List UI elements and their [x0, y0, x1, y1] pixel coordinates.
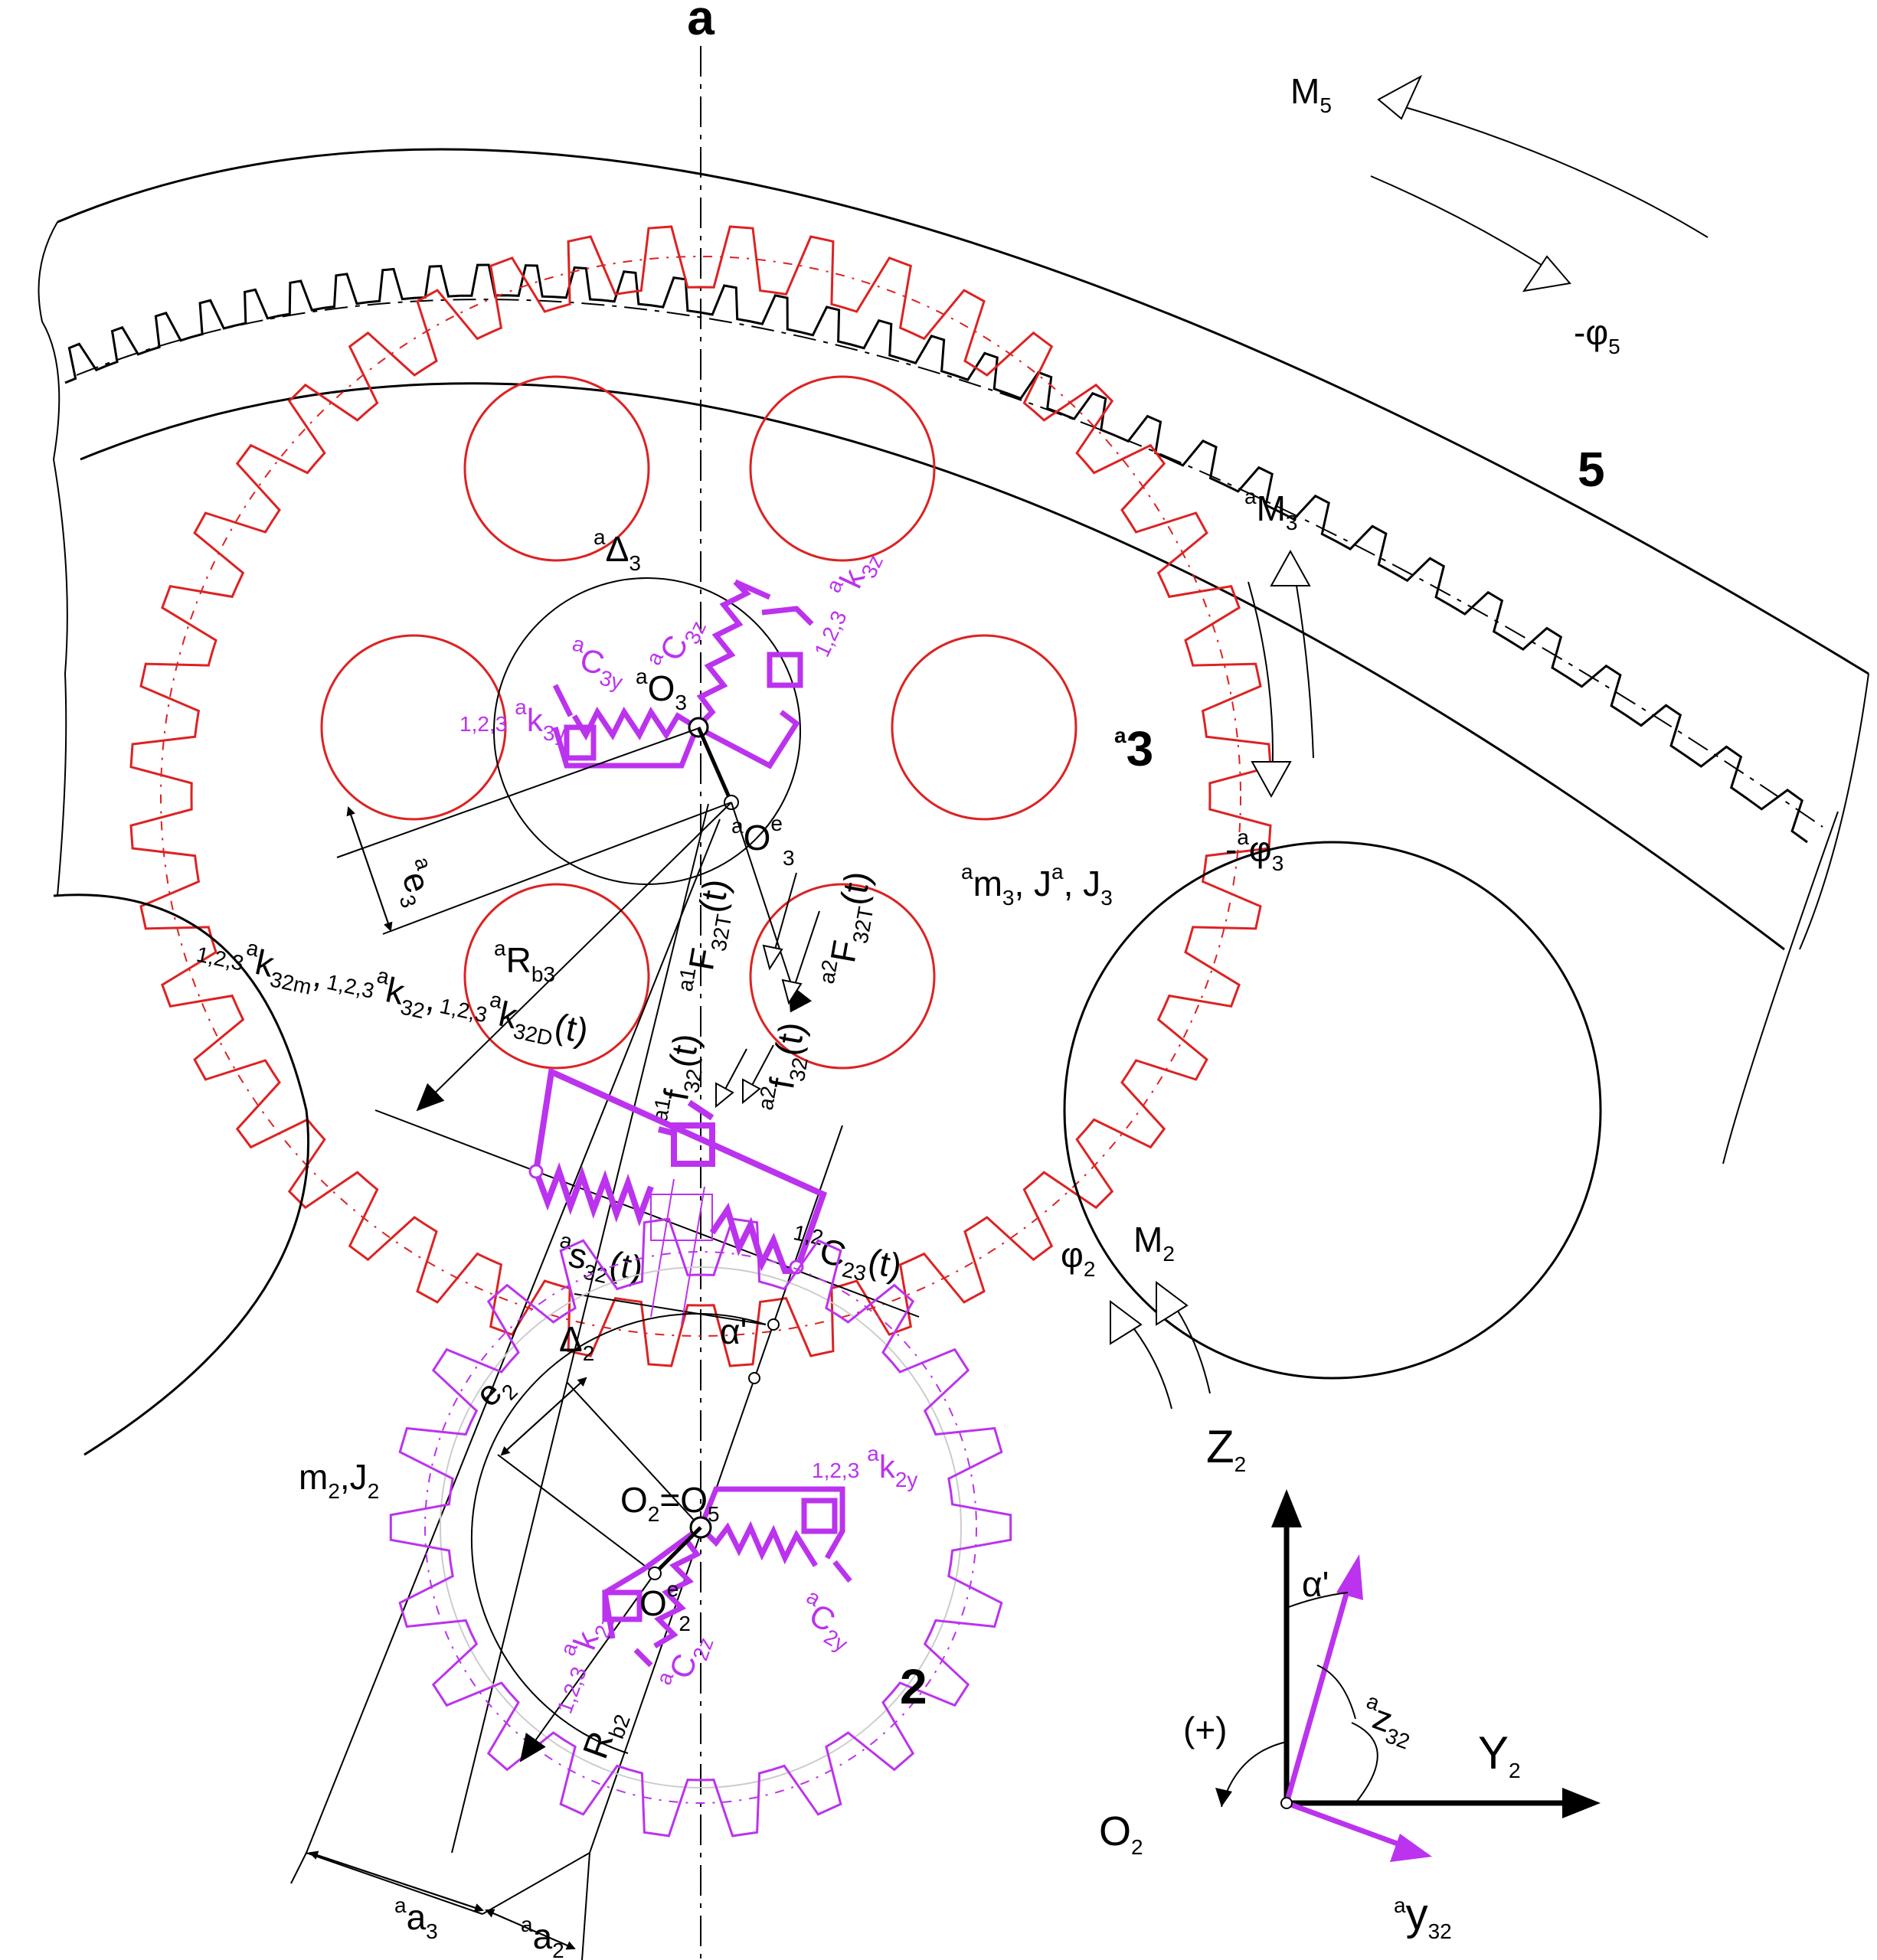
mass3-label: am3, Ja, J3	[961, 860, 1113, 910]
F32T-a1-label: a1F32T(t)	[673, 875, 742, 998]
k2z-label: 1,2,3ak2z	[537, 1603, 620, 1720]
alpha-label-mesh: α'	[720, 1312, 747, 1351]
gear-3-teeth	[129, 225, 1272, 1367]
gear-2-supports	[602, 1486, 852, 1668]
gear-3-hole	[463, 883, 650, 1070]
rotation-sign-label: (+)	[1183, 1710, 1228, 1749]
gear-3-supports	[552, 579, 814, 769]
force-arrows	[715, 872, 820, 1109]
gear-3-label: a3	[1114, 721, 1153, 776]
phi3-label: -aφ3	[1225, 825, 1283, 875]
gear-2-label: 2	[900, 1659, 927, 1714]
alpha-label-axes: α'	[1302, 1564, 1329, 1604]
ring-moment-arrows	[1370, 74, 1709, 292]
k3z-label: 1,2,3ak3z	[794, 541, 888, 665]
gear-3-hole	[463, 375, 650, 562]
y2-axis-label: Y2	[1478, 1727, 1521, 1782]
o3e-label: aOe3	[731, 812, 795, 870]
phi2-label: φ2	[1061, 1235, 1095, 1281]
pitch-point-2	[748, 1372, 760, 1384]
gear-3-hole	[749, 375, 936, 562]
gear-3-hole	[891, 634, 1077, 821]
gear-3-dimensions	[336, 728, 813, 1112]
o2-o5-label: O2=O5	[620, 1480, 720, 1526]
gear-2-eccentric-arc	[470, 1312, 767, 1754]
c2y-label: aC2y	[790, 1584, 865, 1656]
coordinate-system	[1215, 1489, 1601, 1862]
gear-2-teeth	[389, 1217, 1012, 1838]
k3y-label: 1,2,3ak3y	[459, 695, 565, 745]
gear-2-dimensions	[290, 1377, 701, 1960]
phi5-label: -φ5	[1574, 312, 1620, 358]
c2z-label: aC2z	[652, 1625, 718, 1697]
k2y-label: 1,2,3ak2y	[812, 1442, 917, 1491]
gear-2-moment-arrows	[1110, 1281, 1211, 1410]
e3-label: ae3	[385, 854, 446, 910]
o3-label: aO3	[636, 665, 687, 714]
c3y-label: aC3y	[563, 632, 632, 694]
pitch-point-1	[767, 1318, 780, 1331]
a3-label: aa3	[394, 1893, 438, 1943]
a2-label: aa2	[521, 1913, 564, 1960]
planet-gear-3	[129, 225, 1272, 1367]
k32-labels: 1,2,3ak32m,1,2,3ak32,1,2,3ak32D(t)	[192, 926, 593, 1057]
rb2-label: Rb2	[575, 1704, 635, 1766]
m5-label: M5	[1290, 71, 1332, 117]
o2-eccentricity-line	[653, 1526, 702, 1575]
o3-eccentricity-line	[696, 726, 734, 804]
m2-label: M2	[1133, 1220, 1175, 1266]
planet-gear-2	[389, 1217, 1012, 1838]
o2e-label: Oe2	[639, 1577, 691, 1635]
mass2-label: m2,J2	[299, 1457, 379, 1503]
ring-gear-5	[38, 148, 1869, 1165]
c23-label: 1,2C23(t)	[786, 1220, 906, 1292]
origin-label: O2	[1099, 1808, 1143, 1859]
rb3-label: aRb3	[494, 936, 555, 986]
z2-axis-label: Z2	[1206, 1421, 1246, 1476]
mesh-point-1	[528, 1164, 544, 1179]
gear-3-hole	[320, 634, 507, 821]
mesh-spring-damper	[533, 1067, 827, 1274]
gear-3-hole	[749, 883, 936, 1070]
f32-a2-label: a2f32(t)	[754, 1018, 819, 1116]
gear-5-label: 5	[1578, 442, 1605, 497]
m3-label: aM3	[1244, 485, 1297, 534]
mesh-gap-box	[650, 1178, 713, 1325]
sun-gear-outline	[53, 893, 310, 1456]
ring-gear-teeth	[64, 263, 1808, 844]
o2e-point	[648, 1566, 662, 1580]
f32-a1-label: a1f32(t)	[648, 1030, 713, 1128]
section-label: a	[687, 0, 715, 45]
neighbour-gear-circle	[1063, 841, 1602, 1380]
delta3-label: aΔ3	[594, 525, 641, 575]
y32-axis-label: ay32	[1394, 1890, 1452, 1943]
gear-3-moment-arrows	[1248, 549, 1314, 799]
z32-axis-label: az32	[1355, 1689, 1422, 1754]
delta2-label: Δ2	[559, 1319, 594, 1365]
